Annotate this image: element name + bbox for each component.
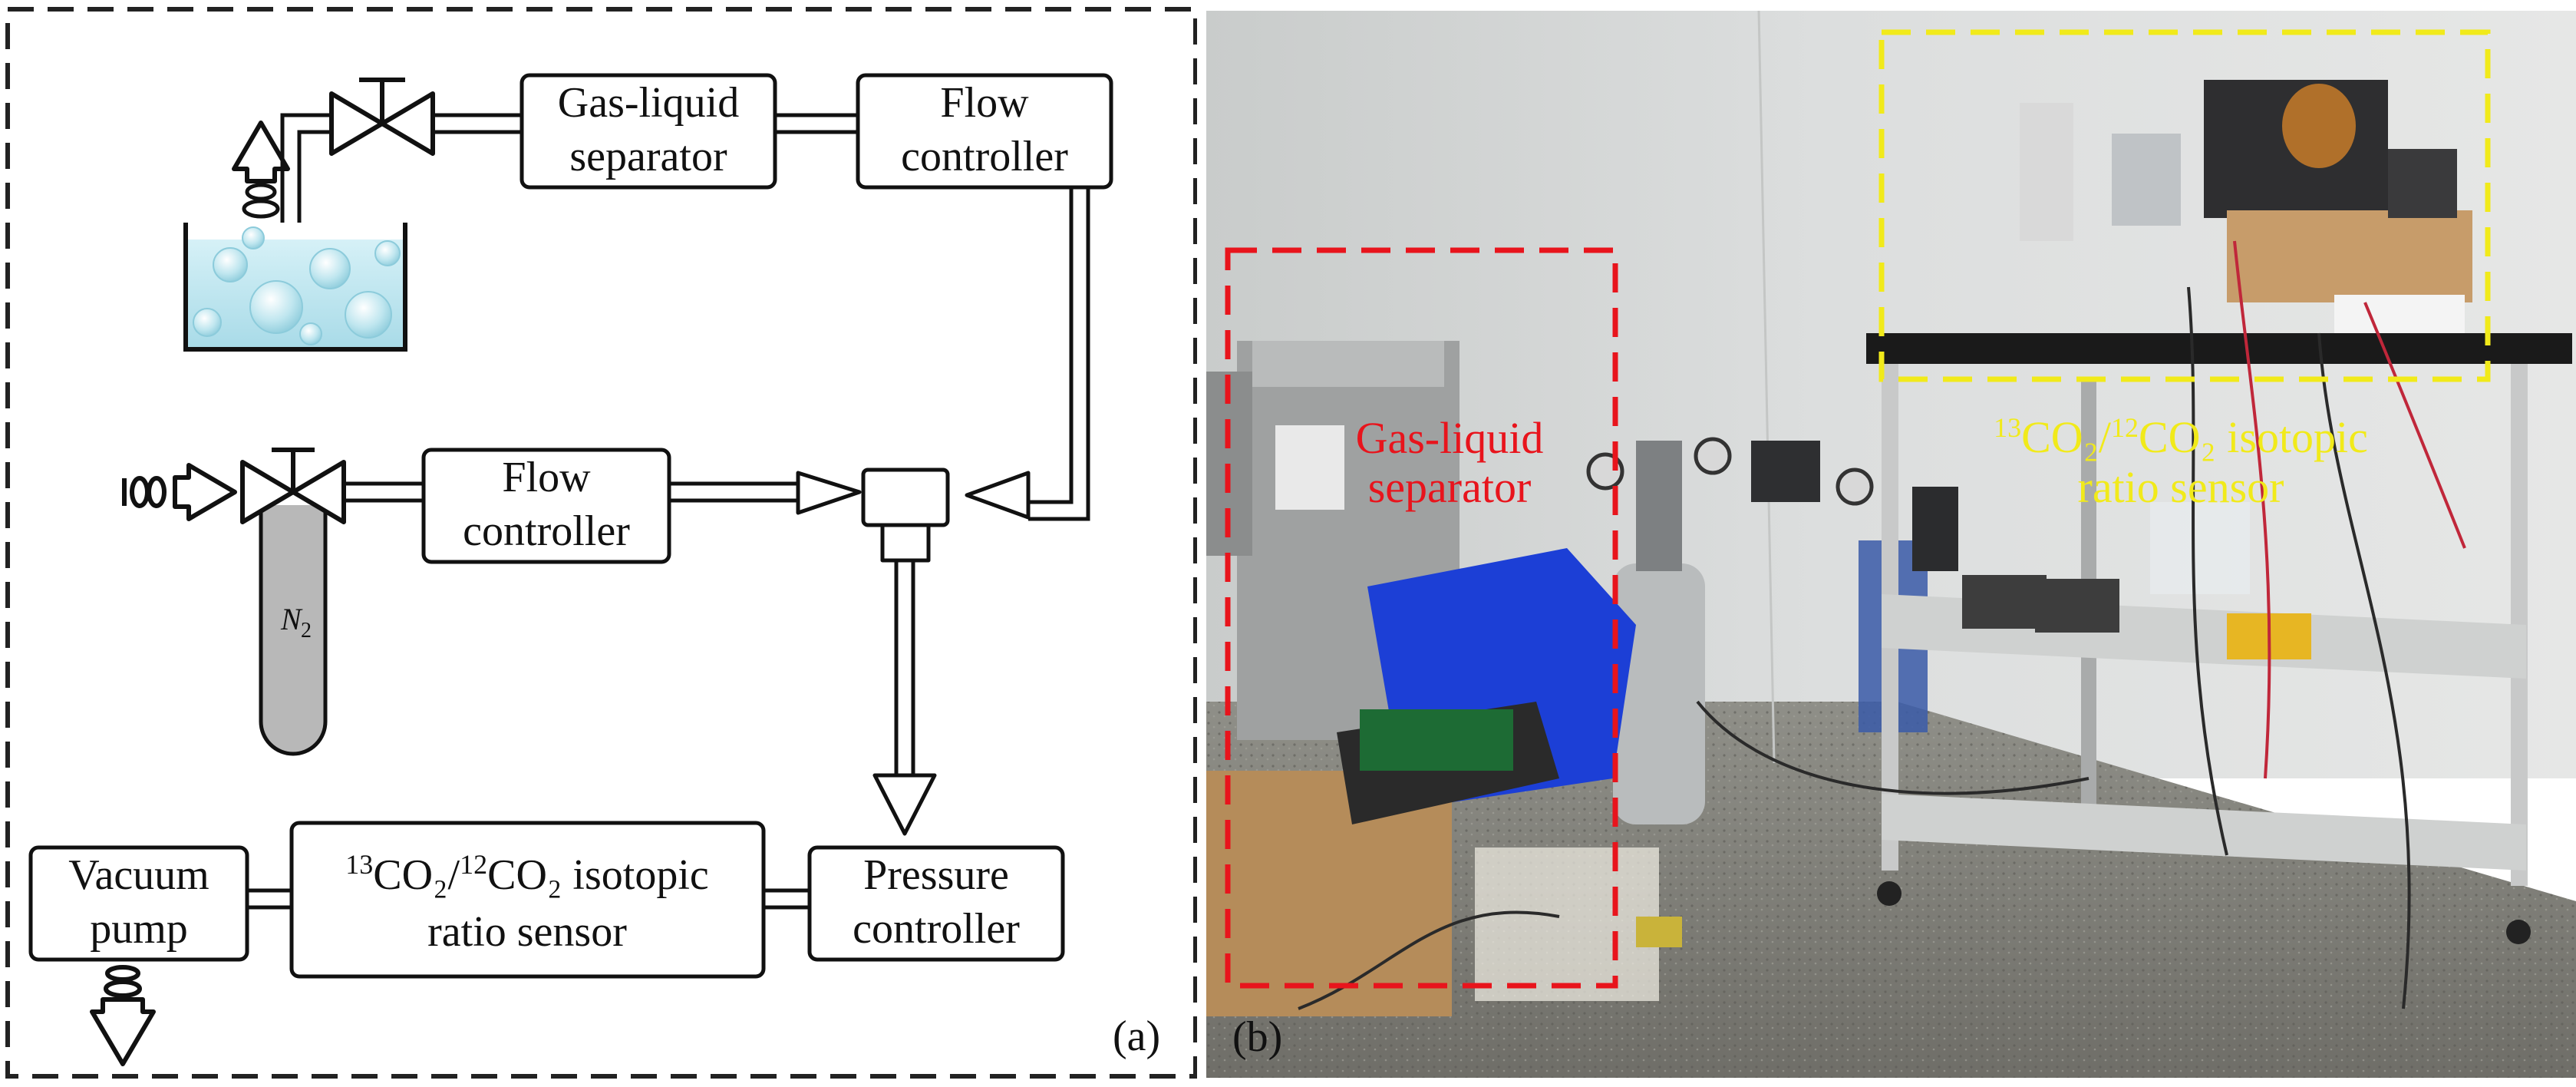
beaker [183, 121, 407, 352]
junction-block [796, 468, 1031, 836]
photo-panel: Gas-liquid separator 13CO₂/12CO₂ isotopi… [1206, 11, 2576, 1078]
sensor-label-line2: ratio sensor [2078, 462, 2284, 512]
svg-text:Pressure: Pressure [863, 851, 1009, 899]
svg-text:controller: controller [901, 133, 1068, 180]
svg-text:controller: controller [463, 507, 630, 555]
schematic-svg: Gas-liquid separator Flow controller Flo… [5, 7, 1198, 1079]
pipes [247, 113, 1090, 910]
box-flow-controller-mid: Flow controller [421, 448, 671, 564]
box-gas-liquid-separator: Gas-liquid separator [519, 73, 777, 190]
svg-text:Gas-liquid: Gas-liquid [558, 79, 739, 127]
separator-highlight-box [1225, 247, 1618, 989]
separator-label-line2: separator [1368, 462, 1532, 512]
sensor-label-line1: 13CO₂/12CO₂ isotopic [1994, 412, 2368, 462]
panel-a-frame [5, 7, 1198, 1079]
cables [1298, 286, 2411, 1010]
svg-text:Flow: Flow [940, 79, 1029, 127]
schematic-panel: Gas-liquid separator Flow controller Flo… [0, 0, 1198, 1083]
box-vacuum-pump: Vacuum pump [28, 845, 249, 962]
vacuum-exhaust-arrow [90, 965, 156, 1066]
svg-text:pump: pump [90, 905, 188, 953]
box-flow-controller-top: Flow controller [856, 73, 1113, 190]
n2-outlet-arrow [122, 463, 237, 521]
separator-label-line1: Gas-liquid [1356, 413, 1544, 463]
n2-cylinder: N 2 [259, 491, 328, 756]
panel-b-label: (b) [1232, 1013, 1282, 1061]
separator-equipment [1206, 548, 1682, 1016]
sensor-highlight-box [1878, 29, 2491, 382]
valve-n2 [240, 448, 346, 524]
svg-text:separator: separator [569, 133, 727, 180]
svg-text:13CO₂/12CO₂ isotopic: 13CO₂/12CO₂ isotopic [345, 849, 709, 899]
svg-text:2: 2 [301, 619, 312, 643]
svg-text:ratio sensor: ratio sensor [427, 908, 627, 956]
photo-svg: Gas-liquid separator 13CO₂/12CO₂ isotopi… [1206, 11, 2576, 1078]
lab-trolley [1866, 333, 2572, 944]
svg-text:controller: controller [853, 905, 1020, 953]
sensor-apparatus [2020, 80, 2472, 333]
svg-text:Flow: Flow [502, 454, 591, 501]
box-pressure-controller: Pressure controller [807, 845, 1065, 962]
svg-text:N: N [280, 602, 303, 636]
valve-top [329, 78, 435, 156]
svg-text:Vacuum: Vacuum [68, 851, 209, 899]
panel-a-label: (a) [1113, 1013, 1160, 1060]
box-isotopic-ratio-sensor: 13CO₂/12CO₂ isotopic ratio sensor [289, 821, 766, 979]
